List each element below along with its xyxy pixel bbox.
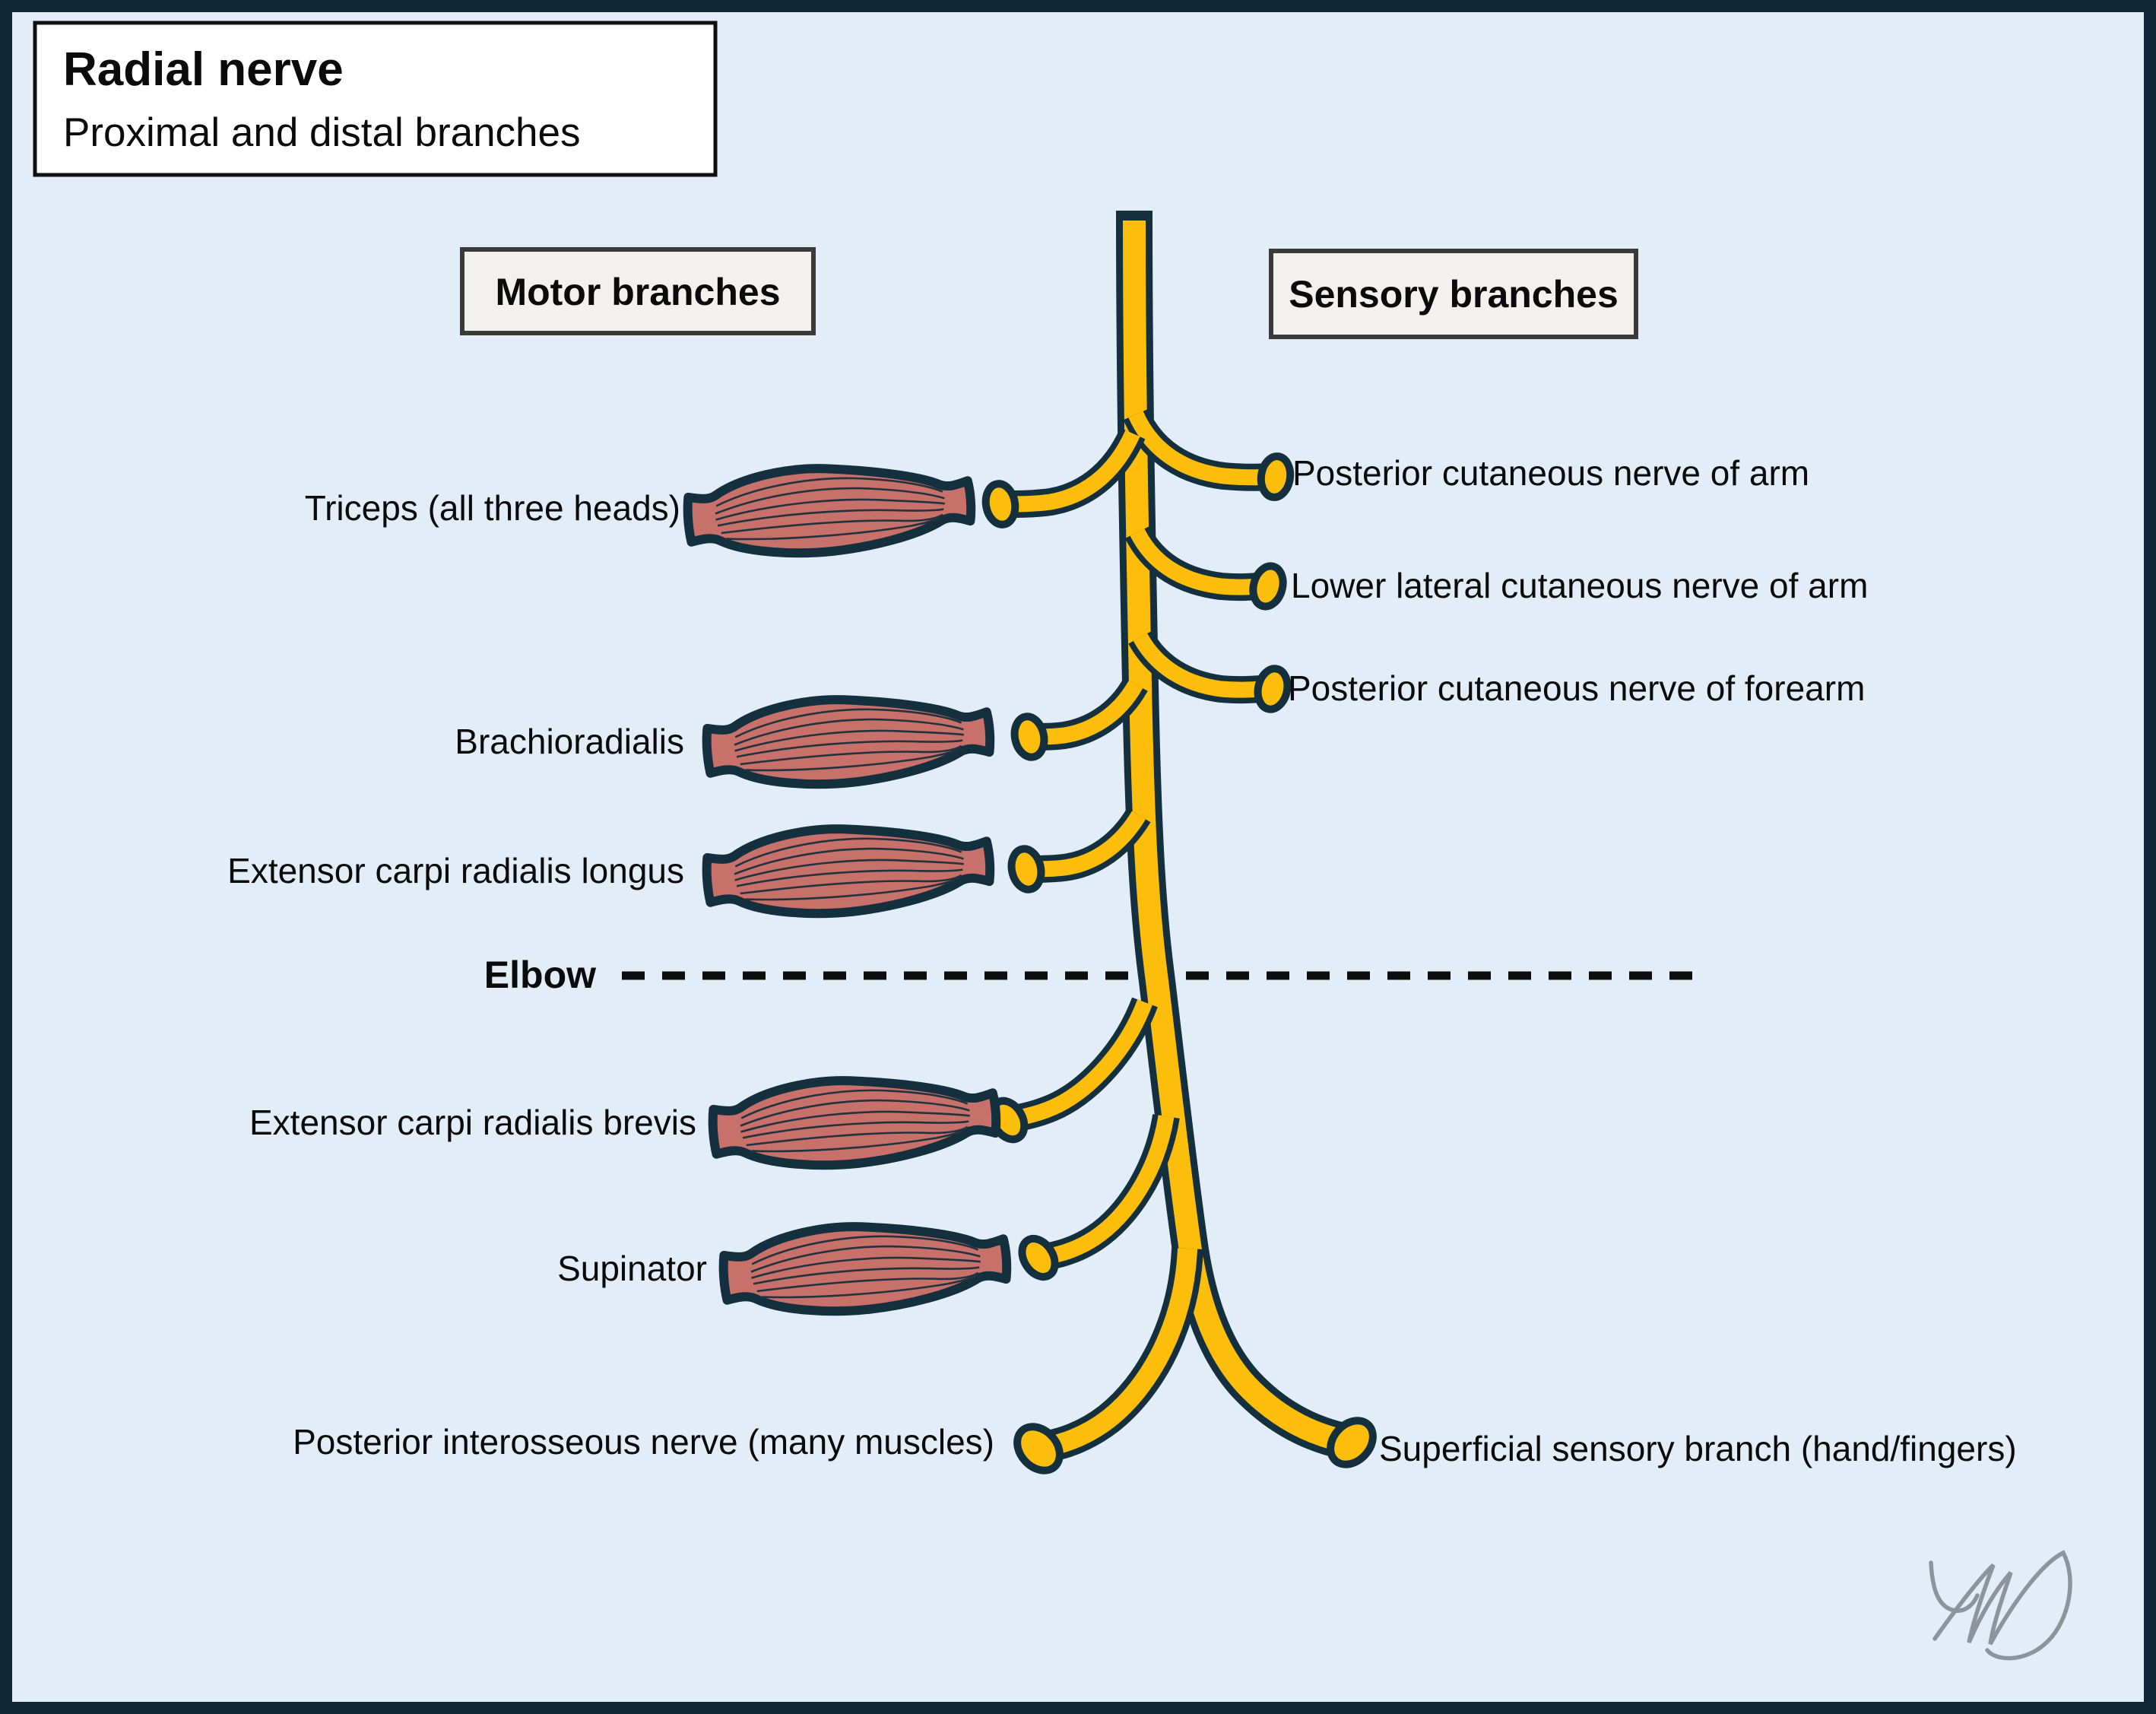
motor-branches-header: Motor branches — [460, 247, 816, 335]
motor-branch-ecr-brevis — [1010, 997, 1158, 1132]
nerve-end-cap — [981, 480, 1019, 528]
label-lower-lateral-cutaneous-arm: Lower lateral cutaneous nerve of arm — [1291, 566, 1868, 605]
label-supinator: Supinator — [557, 1249, 707, 1288]
radial-nerve-trunk — [1116, 210, 1352, 1460]
label-triceps: Triceps (all three heads) — [305, 488, 680, 528]
signature — [1929, 1550, 2072, 1661]
motor-branches-header-label: Motor branches — [495, 271, 780, 313]
motor-branch-triceps — [1004, 427, 1146, 518]
label-ecr-longus: Extensor carpi radialis longus — [227, 851, 684, 890]
nerve-end-cap — [1010, 713, 1048, 761]
motor-branch-labels: Triceps (all three heads) Brachioradiali… — [227, 488, 994, 1462]
nerve-end-cap — [1254, 665, 1292, 713]
motor-branch-posterior-interosseous — [1040, 1247, 1203, 1463]
nerve-end-caps — [981, 452, 1377, 1474]
nerve-end-cap — [1007, 845, 1045, 894]
label-superficial-sensory-branch: Superficial sensory branch (hand/fingers… — [1379, 1429, 2017, 1468]
nerve-end-cap — [1327, 1417, 1377, 1468]
nerve-end-cap — [1249, 562, 1287, 611]
sensory-branch-posterior-cutaneous-arm — [1123, 408, 1273, 491]
label-posterior-interosseous: Posterior interosseous nerve (many muscl… — [293, 1422, 994, 1462]
sensory-branch-posterior-cutaneous-forearm — [1128, 630, 1270, 704]
nerve-end-cap — [1257, 452, 1295, 501]
label-brachioradialis: Brachioradialis — [455, 722, 684, 761]
title-box: Radial nerve Proximal and distal branche… — [33, 21, 718, 177]
page-subtitle: Proximal and distal branches — [63, 110, 581, 155]
elbow-label: Elbow — [484, 954, 596, 996]
nerve-end-cap — [1013, 1423, 1064, 1474]
sensory-branch-labels: Posterior cutaneous nerve of arm Lower l… — [1288, 453, 2017, 1468]
page-title: Radial nerve — [63, 43, 344, 96]
label-posterior-cutaneous-arm: Posterior cutaneous nerve of arm — [1292, 453, 1809, 493]
sensory-branches-header: Sensory branches — [1269, 249, 1638, 339]
motor-branch-supinator — [1041, 1113, 1180, 1271]
nerve-end-cap — [1018, 1234, 1059, 1281]
label-ecr-brevis: Extensor carpi radialis brevis — [249, 1103, 696, 1142]
sensory-branches-header-label: Sensory branches — [1289, 273, 1619, 316]
label-posterior-cutaneous-forearm: Posterior cutaneous nerve of forearm — [1288, 668, 1865, 708]
